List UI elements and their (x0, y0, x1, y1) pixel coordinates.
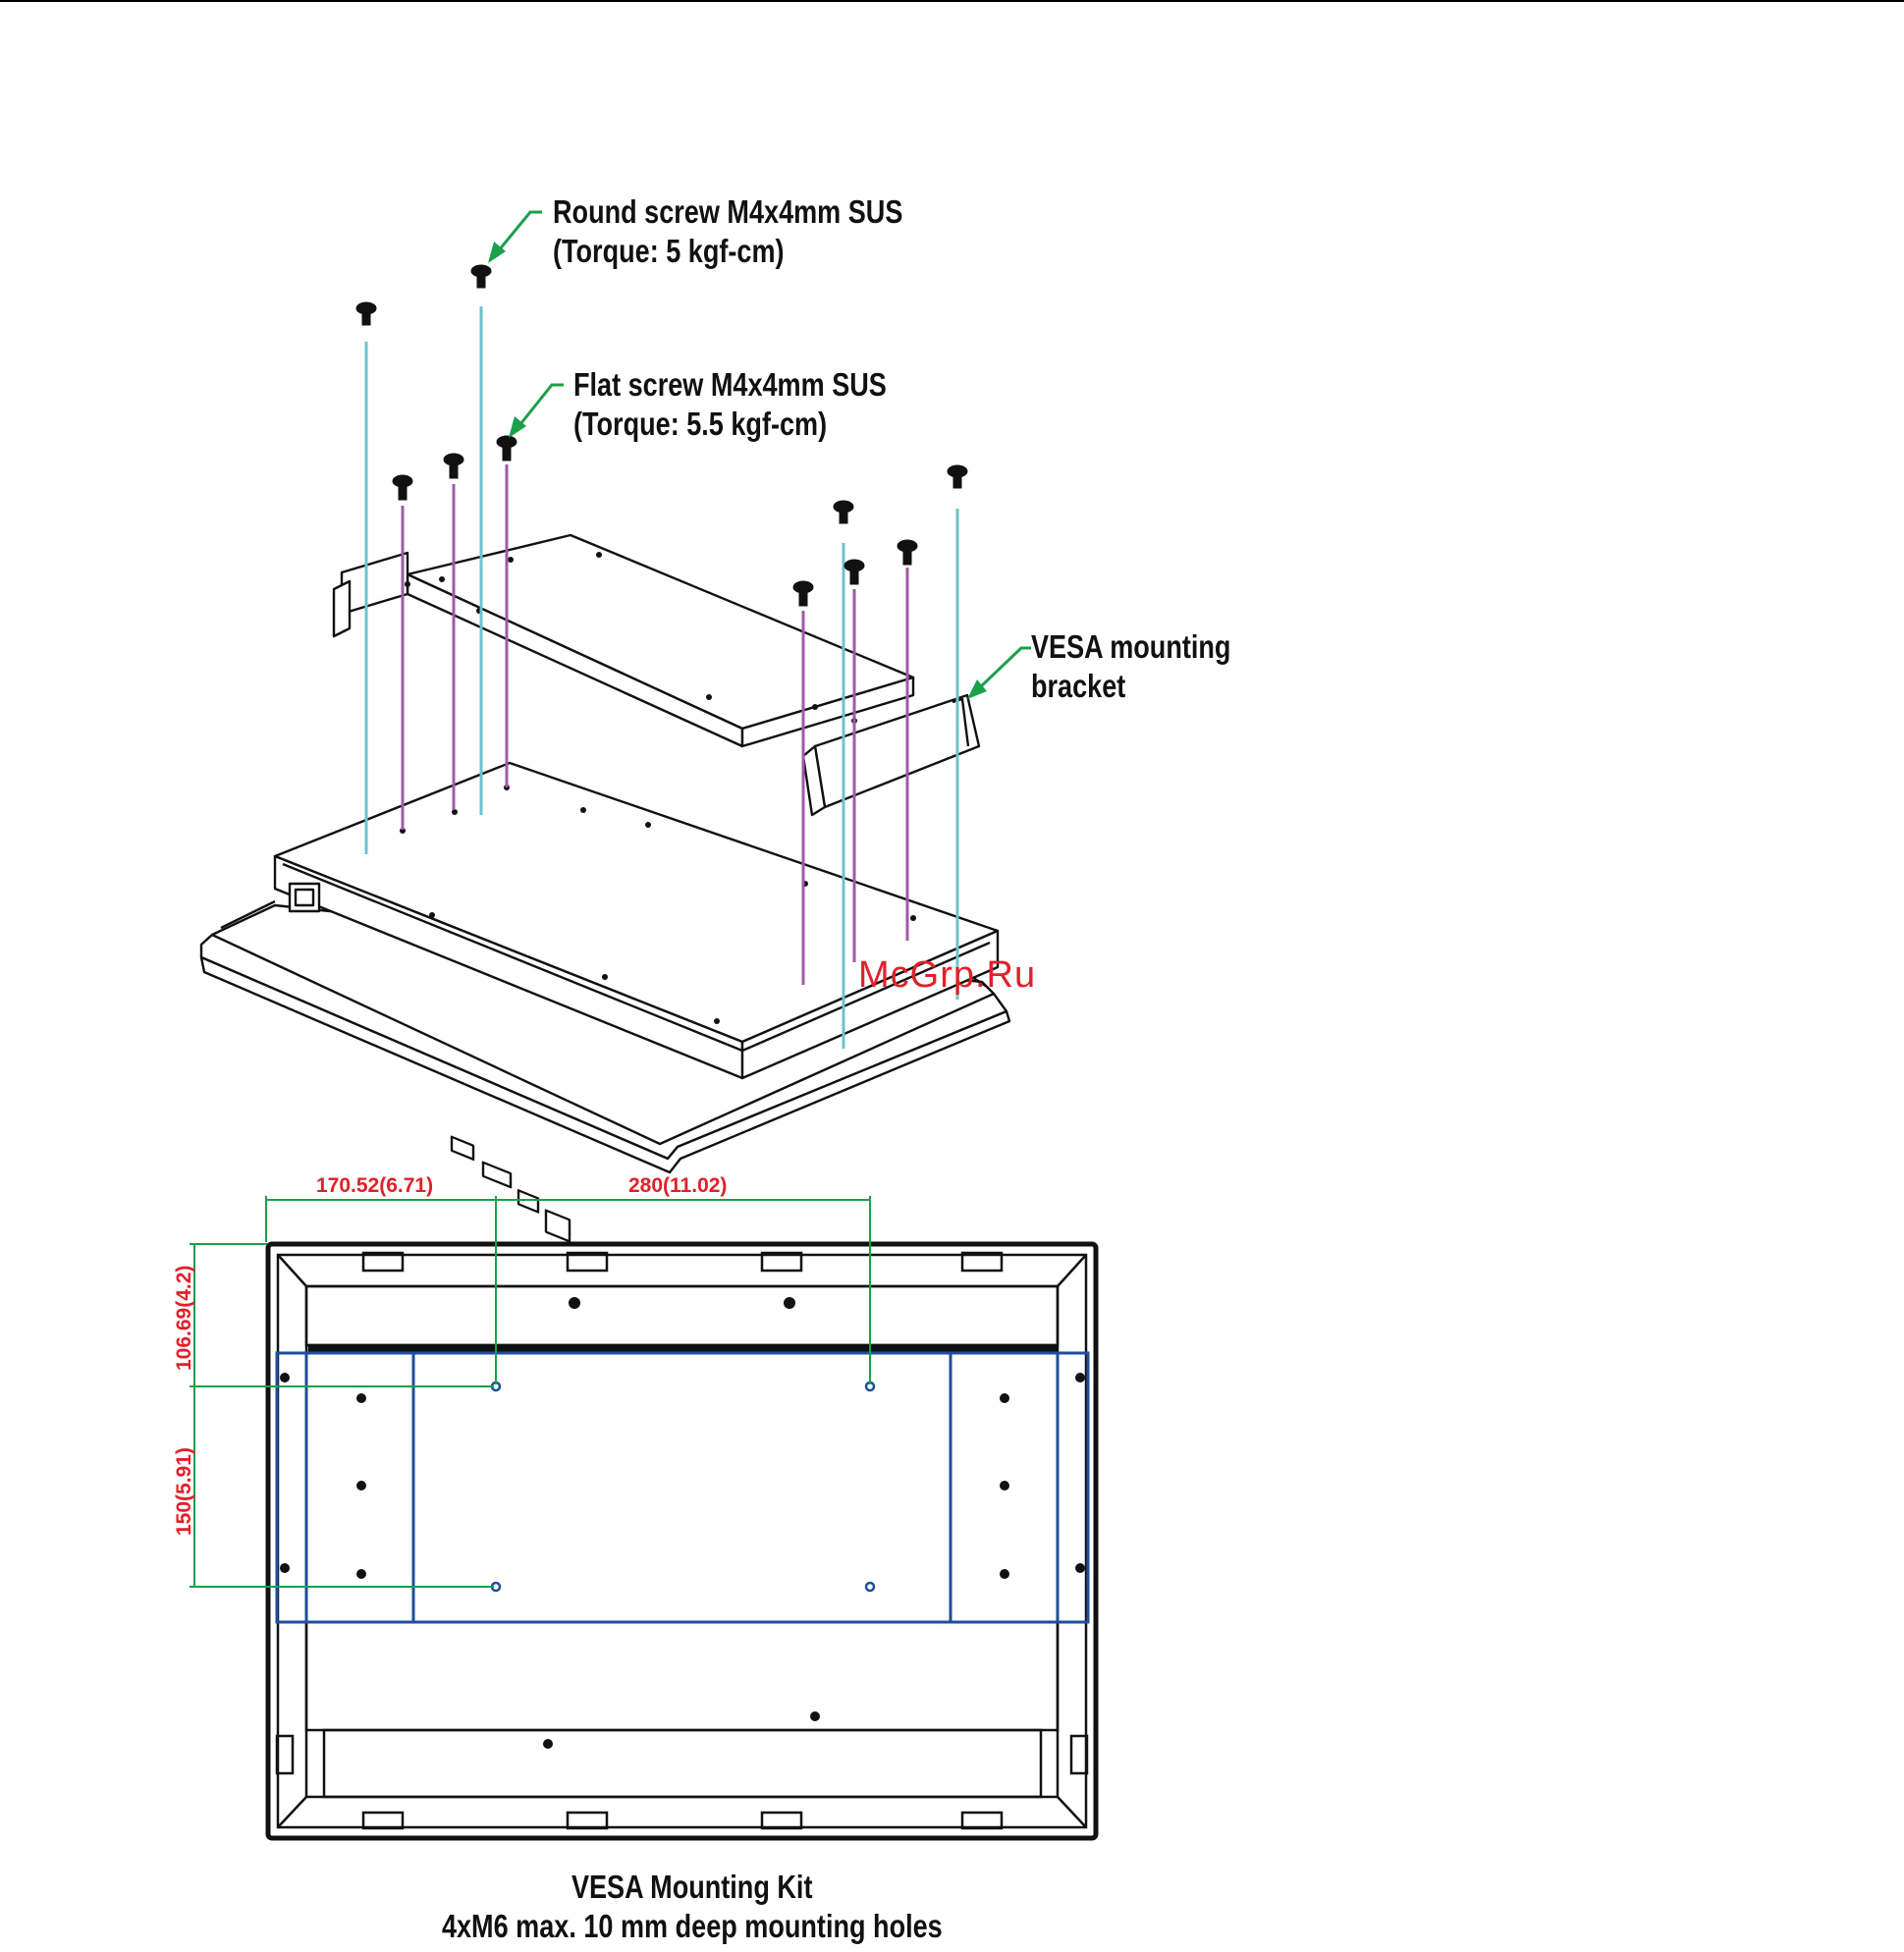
screw-icon (471, 265, 491, 288)
bracket-label-line2: bracket (1031, 667, 1230, 706)
exploded-view (201, 535, 1009, 1241)
dimension-horizontal-right: 280(11.02) (628, 1174, 727, 1198)
bracket-callout: VESA mounting bracket (1031, 627, 1230, 706)
round-screw-label: Round screw M4x4mm SUS (553, 192, 902, 232)
screw-icon (793, 581, 813, 606)
dimension-horizontal-left: 170.52(6.71) (316, 1174, 433, 1198)
bracket-label-line1: VESA mounting (1031, 627, 1230, 667)
rear-view (268, 1244, 1096, 1838)
screw-icon (444, 454, 463, 478)
screw-icon (497, 436, 517, 461)
rear-holes (280, 1297, 1085, 1749)
mounting-hole-icon (492, 1383, 874, 1591)
caption-title: VESA Mounting Kit (0, 1868, 1385, 1907)
vesa-plate-outline (277, 1353, 1088, 1622)
screw-icon (948, 465, 967, 488)
power-inlet (290, 884, 319, 911)
caption-title-text: VESA Mounting Kit (571, 1868, 813, 1907)
dimension-vertical-top: 106.69(4.2) (173, 1266, 196, 1371)
dimension-vertical-bottom: 150(5.91) (173, 1447, 196, 1536)
flat-screw-torque: (Torque: 5.5 kgf-cm) (573, 405, 887, 444)
caption-subtitle: 4xM6 max. 10 mm deep mounting holes (0, 1907, 1385, 1946)
caption-subtitle-text: 4xM6 max. 10 mm deep mounting holes (442, 1907, 943, 1946)
flat-screw-callout: Flat screw M4x4mm SUS (Torque: 5.5 kgf-c… (573, 365, 887, 444)
panel-outline (268, 1244, 1096, 1838)
screw-icon (393, 475, 412, 500)
screw-icon (898, 540, 917, 565)
mounting-tabs (277, 1253, 1087, 1828)
screw-icon (834, 501, 853, 523)
flat-screw-label: Flat screw M4x4mm SUS (573, 365, 887, 405)
screw-icon (356, 302, 376, 325)
watermark: McGrp.Ru (858, 954, 1036, 997)
screw-icon (844, 560, 864, 584)
io-ports (452, 1137, 570, 1241)
vesa-bracket (334, 535, 979, 815)
round-screw-torque: (Torque: 5 kgf-cm) (553, 232, 902, 271)
round-screw-callout: Round screw M4x4mm SUS (Torque: 5 kgf-cm… (553, 192, 902, 271)
